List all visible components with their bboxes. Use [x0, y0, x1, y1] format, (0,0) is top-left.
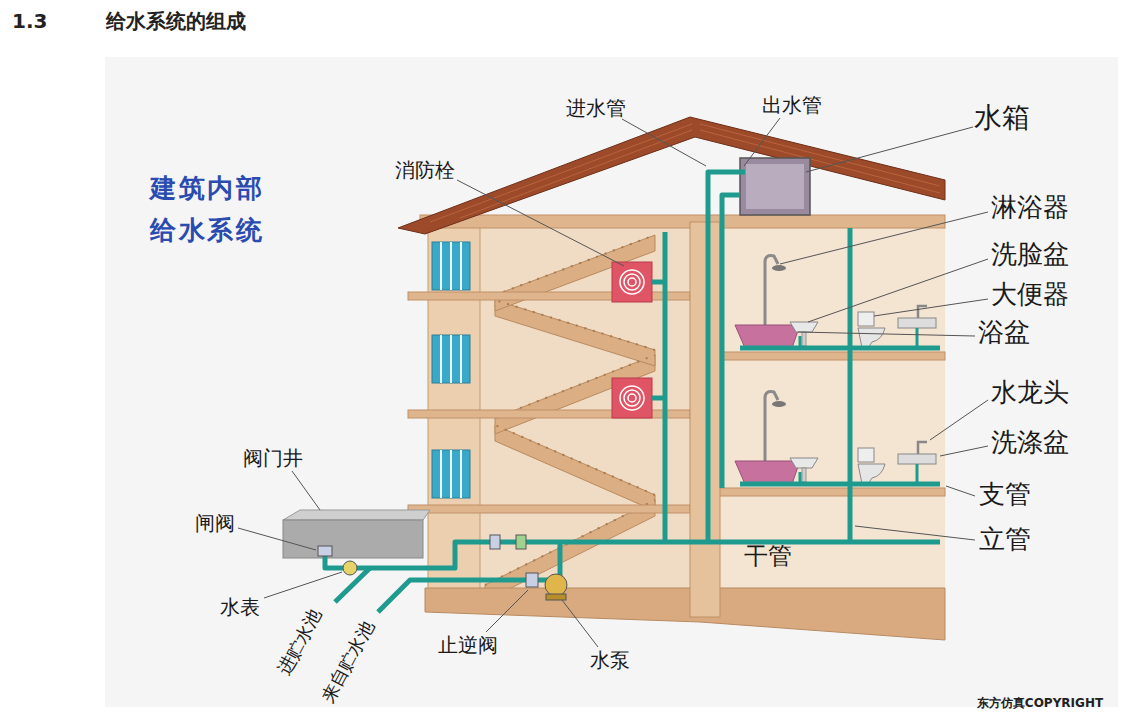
part-label: 水泵: [590, 649, 630, 672]
part-label: 消防栓: [395, 159, 455, 182]
part-label: 闸阀: [195, 512, 235, 535]
part-label: 支管: [979, 480, 1031, 510]
part-label: 洗脸盆: [991, 240, 1069, 270]
watermark: 东方仿真COPYRIGHT: [977, 697, 1103, 711]
part-label: 干管: [744, 543, 792, 571]
part-label: 立管: [979, 525, 1031, 555]
part-label: 淋浴器: [991, 193, 1069, 223]
part-label: 止逆阀: [438, 634, 498, 657]
part-label: 水龙头: [991, 378, 1069, 408]
part-label: 来自贮水池: [318, 617, 379, 706]
part-label: 进水管: [566, 97, 626, 120]
slide-title: 1.3 给水系统的组成: [12, 8, 246, 35]
part-label: 大便器: [991, 280, 1069, 310]
part-label: 洗涤盆: [991, 428, 1069, 458]
part-label: 水表: [220, 596, 260, 619]
part-label: 进贮水池: [274, 605, 326, 678]
part-label: 水箱: [974, 102, 1030, 134]
diagram-heading: 建筑内部 给水系统: [150, 168, 280, 251]
part-label: 浴盆: [978, 318, 1030, 348]
part-label: 阀门井: [243, 447, 303, 470]
part-label: 出水管: [762, 94, 822, 117]
